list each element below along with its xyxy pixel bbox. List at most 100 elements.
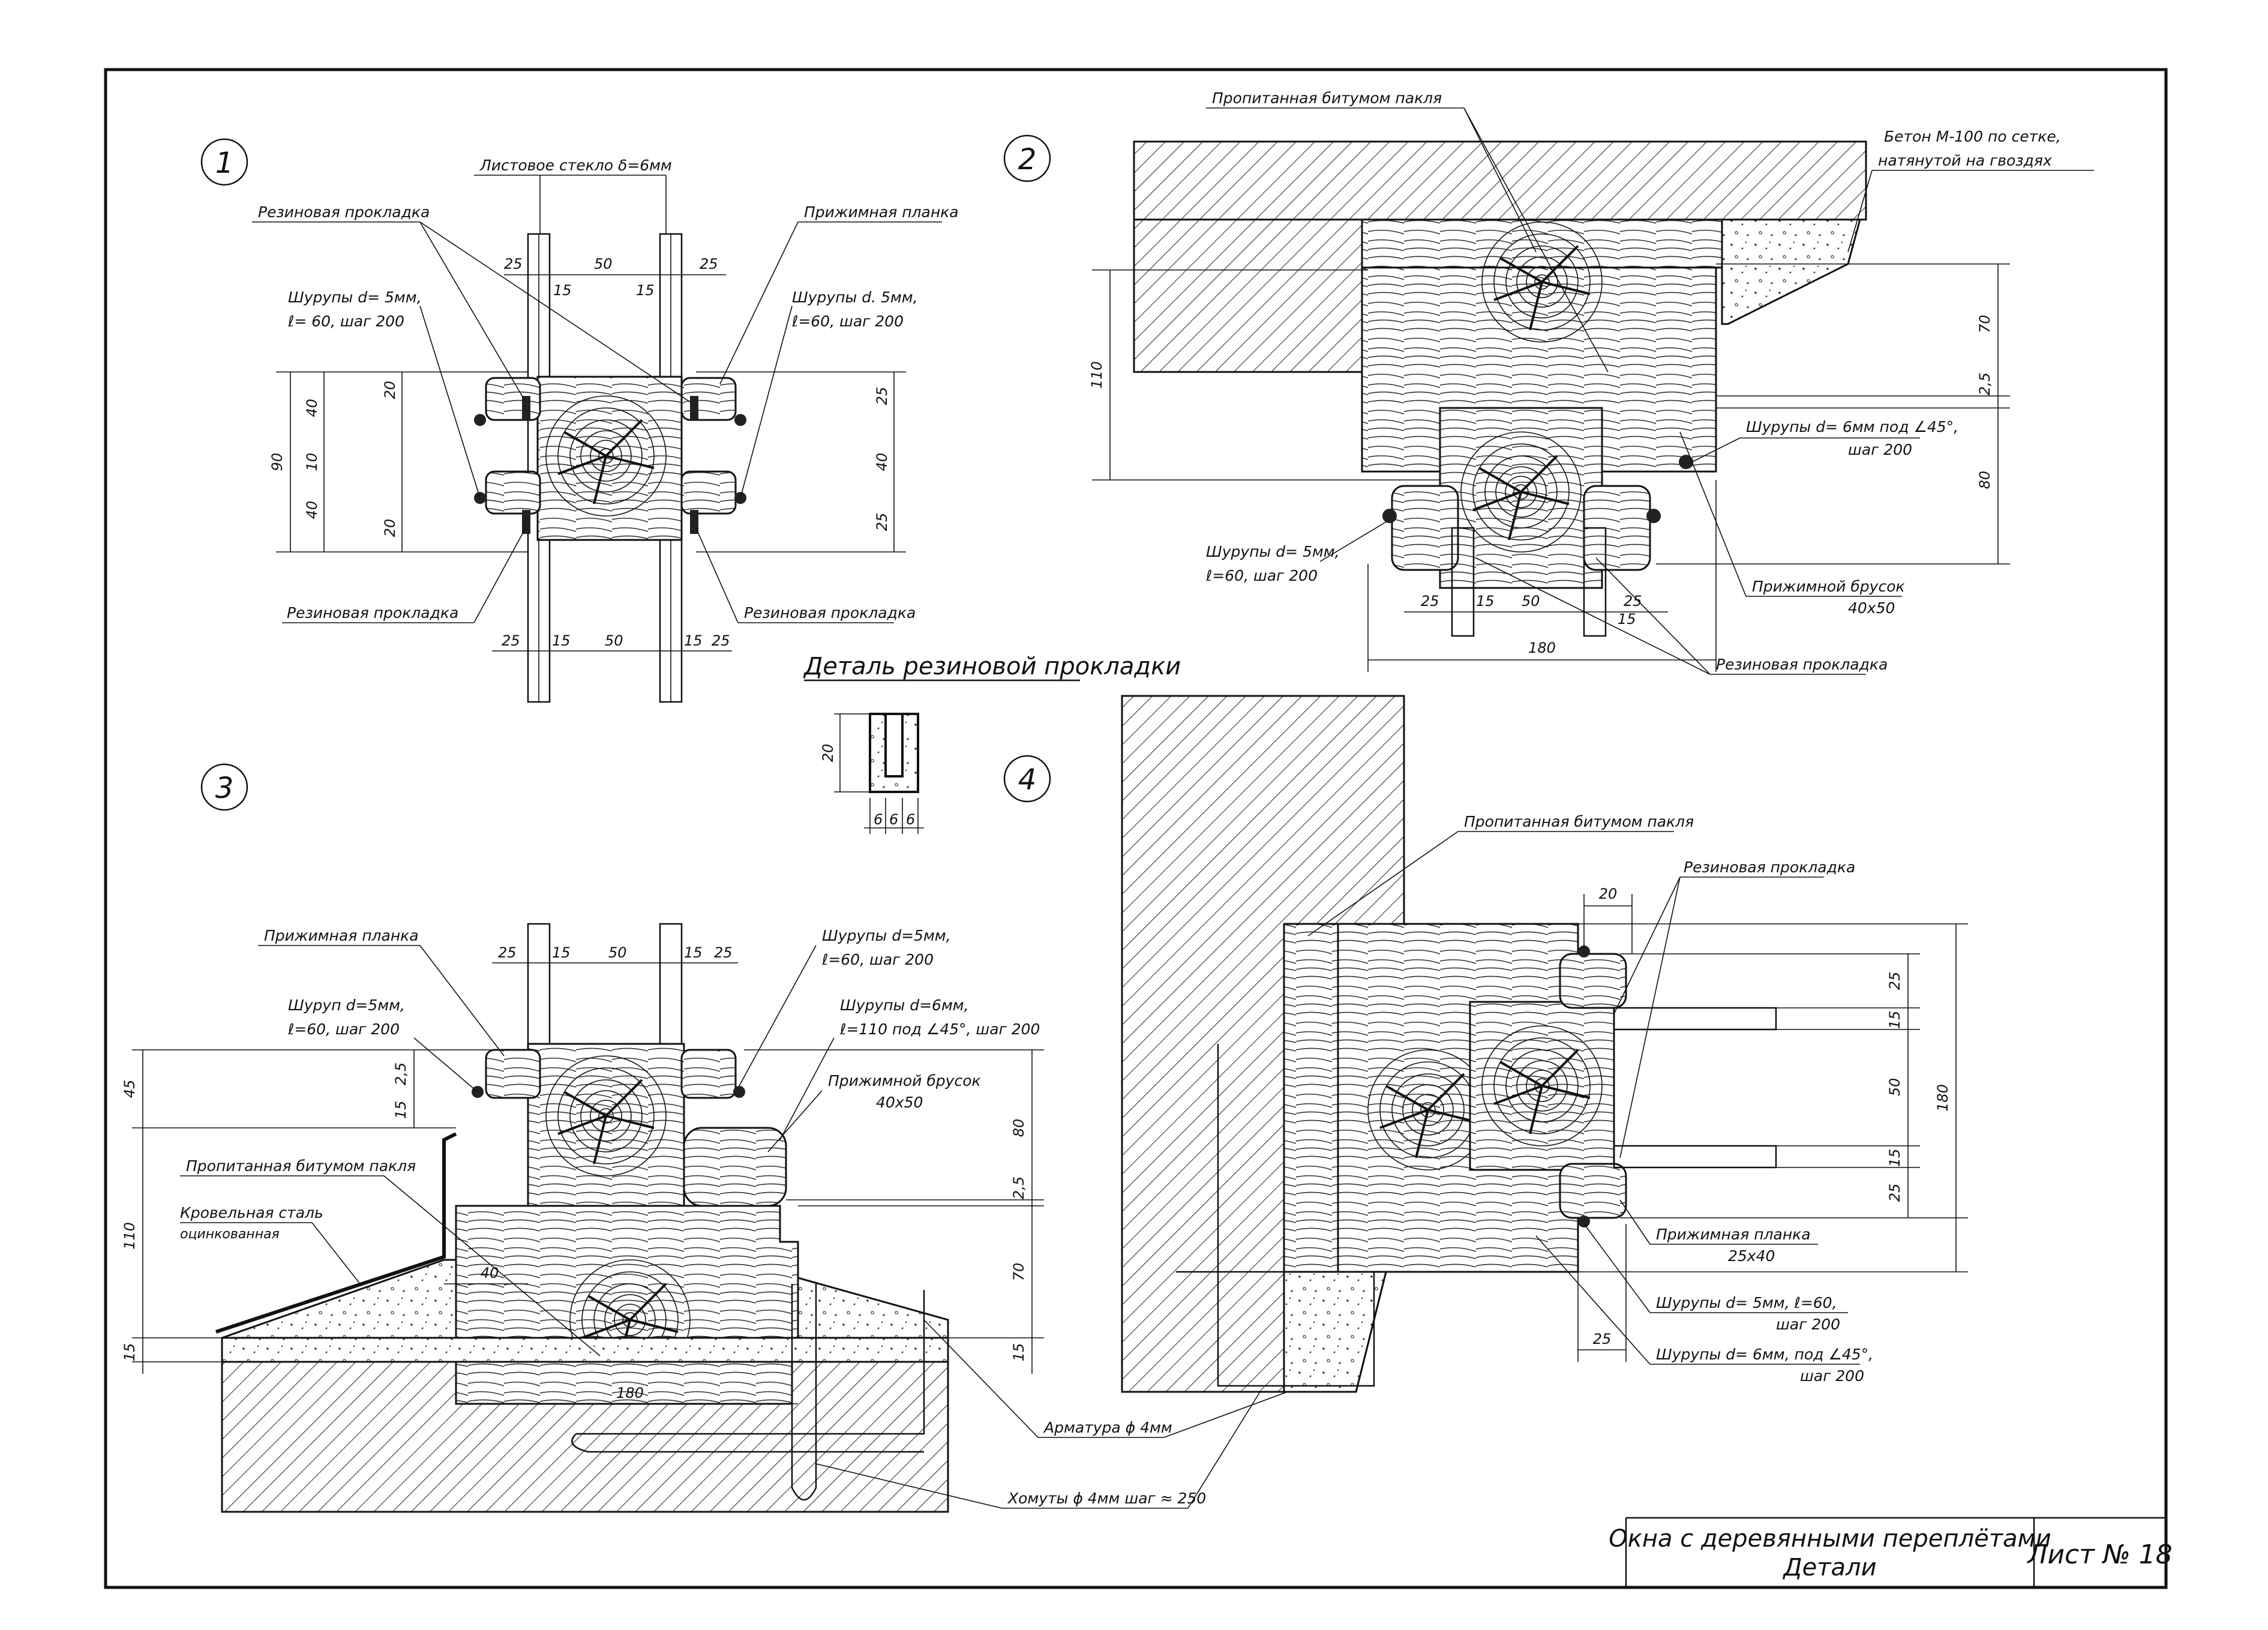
detail-2-marker [1003, 134, 1051, 182]
label-detail4-oakum: Пропитанная битумом пакля [1464, 813, 1694, 830]
label-detail4-screws_b_1: Шурупы d= 6мм, под ∠45°, [1656, 1346, 1873, 1363]
label-detail2-bar_2: 40х50 [1848, 599, 1895, 617]
label-gasket-dims_w-1: 6 [889, 811, 898, 828]
label-detail1-dims_inner-0: 15 [553, 282, 572, 299]
label-detail1-dims_right-1: 40 [874, 453, 890, 472]
label-detail1-seal_top: Резиновая прокладка [258, 203, 430, 221]
detail-4-marker-number: 4 [1018, 763, 1037, 797]
label-detail3-dims_top-4: 25 [714, 944, 733, 961]
label-detail1-dims_left-4: 20 [382, 381, 398, 400]
detail-2-marker-number: 2 [1018, 143, 1037, 176]
label-detail4-dims_right-3: 15 [1886, 1149, 1903, 1167]
label-detail2-screws_right_1: Шурупы d= 6мм под ∠45°, [1746, 418, 1958, 436]
label-detail3-screws_b_2: ℓ=110 под ∠45°, шаг 200 [839, 1020, 1040, 1038]
label-detail2-dims_bottom-4: 15 [1618, 611, 1636, 628]
label-detail4-screws_b_2: шаг 200 [1800, 1367, 1864, 1385]
label-detail4-dims_right-1: 15 [1886, 1011, 1903, 1029]
label-detail3-steel_1: Кровельная сталь [180, 1204, 323, 1221]
gasket-detail: Деталь резиновой прокладки 20 6 6 6 [803, 653, 1181, 834]
label-detail4-screws_a_2: шаг 200 [1776, 1316, 1840, 1333]
label-detail1-dims_left-3: 40 [304, 501, 320, 520]
label-detail3-screws_b_1: Шурупы d=6мм, [840, 996, 969, 1014]
label-detail3-dims_right-1: 2,5 [1010, 1176, 1027, 1199]
label-detail4-strip_1: Прижимная планка [1656, 1226, 1811, 1243]
detail-1-marker-number: 1 [215, 146, 234, 180]
label-detail3-dims_right-0: 80 [1010, 1119, 1027, 1137]
label-detail4-dims_right-5: 180 [1934, 1084, 1951, 1112]
label-detail4-screws_a_1: Шурупы d= 5мм, ℓ=60, [1656, 1294, 1837, 1311]
label-detail4-seal: Резиновая прокладка [1684, 858, 1855, 876]
detail-4: 4 20 25 15 50 15 25 [1003, 695, 1968, 1393]
drawing-subtitle: Детали [1782, 1554, 1876, 1581]
label-detail2-dims_bottom-5: 180 [1528, 640, 1556, 656]
gasket-title: Деталь резиновой прокладки [803, 653, 1181, 680]
sheet-number: Лист № 18 [2026, 1539, 2172, 1570]
label-detail1-seal_bottom_left: Резиновая прокладка [287, 604, 458, 622]
label-detail3-dims_top-3: 15 [684, 944, 703, 961]
label-detail2-dims_right-2: 80 [1976, 471, 1993, 490]
label-detail2-dims_bottom-1: 15 [1476, 593, 1495, 610]
label-detail3-dims_left-4: 2,5 [392, 1062, 409, 1085]
label-detail1-screws_right_1: Шурупы d. 5мм, [792, 289, 918, 306]
title-block: Окна с деревянными переплётами Детали Ли… [1609, 1517, 2173, 1587]
label-detail1-dims_left-0: 90 [269, 453, 286, 472]
label-detail3-clamps: Хомуты ϕ 4мм шаг ≈ 250 [1007, 1490, 1206, 1507]
label-detail2-seal: Резиновая прокладка [1716, 656, 1888, 673]
label-detail1-dims_bottom-0: 25 [502, 632, 520, 649]
label-detail4-dims_bottom-0: 25 [1593, 1331, 1612, 1347]
label-detail1-dims_inner-1: 15 [636, 282, 655, 299]
label-detail3-dims_left-1: 110 [121, 1222, 138, 1250]
label-detail3-dims_top-2: 50 [608, 944, 627, 961]
label-detail3-dims_left-2: 15 [121, 1343, 138, 1362]
label-detail3-screw_left_2: ℓ=60, шаг 200 [287, 1020, 400, 1038]
label-detail2-dims_bottom-2: 50 [1522, 593, 1540, 610]
detail-2: 2 110 70 2,5 80 25 [1003, 89, 2094, 675]
label-detail2-dims_left-0: 110 [1088, 361, 1105, 389]
label-detail1-dims_left-5: 20 [382, 519, 398, 538]
label-gasket-dims_w-2: 6 [906, 811, 915, 828]
label-detail1-strip: Прижимная планка [804, 203, 959, 221]
label-detail2-concrete_1: Бетон М-100 по сетке, [1884, 128, 2061, 145]
label-detail2-concrete_2: натянутой на гвоздях [1878, 152, 2052, 169]
label-detail2-screws_left_1: Шурупы d= 5мм, [1206, 543, 1340, 560]
label-detail4-dims_right-2: 50 [1886, 1078, 1903, 1097]
label-detail3-dims_left-0: 45 [121, 1080, 138, 1098]
label-detail2-screws_right_2: шаг 200 [1848, 441, 1912, 458]
detail-4-marker [1003, 755, 1051, 803]
label-detail2-dims_bottom-0: 25 [1421, 593, 1439, 610]
label-detail1-dims_left-1: 40 [304, 399, 320, 418]
label-detail3-dims_left-3: 15 [392, 1101, 409, 1119]
label-detail1-dims_top-1: 50 [594, 256, 613, 272]
label-detail1-seal_bottom_right: Резиновая прокладка [744, 604, 916, 622]
label-detail1-dims_bottom-4: 25 [712, 632, 730, 649]
detail-3-marker [200, 763, 248, 811]
label-detail2-dims_right-1: 2,5 [1976, 373, 1993, 395]
label-detail1-dims_top-2: 25 [700, 256, 718, 272]
label-detail4-dims_right-4: 25 [1886, 1184, 1903, 1202]
label-detail1-screws_left_1: Шурупы d= 5мм, [288, 289, 422, 306]
label-detail2-bar_1: Прижимной брусок [1752, 578, 1905, 595]
label-detail3-bar_1: Прижимной брусок [828, 1072, 981, 1089]
label-detail1-glass: Листовое стекло δ=6мм [479, 157, 672, 174]
label-detail3-oakum: Пропитанная битумом пакля [186, 1157, 416, 1175]
label-detail1-dims_bottom-2: 50 [605, 632, 623, 649]
label-detail3-strip: Прижимная планка [264, 927, 419, 944]
label-detail2-screws_left_2: ℓ=60, шаг 200 [1205, 567, 1318, 584]
label-detail4-strip_2: 25х40 [1728, 1247, 1775, 1265]
label-detail4-dims_right-0: 25 [1886, 972, 1903, 990]
label-detail4-dims_top-0: 20 [1599, 885, 1618, 902]
label-detail2-dims_right-0: 70 [1976, 315, 1993, 334]
sheet-frame [104, 68, 2168, 1589]
detail-1: 1 25 50 25 15 15 25 15 50 15 25 [200, 138, 959, 703]
label-detail3-dims_right-3: 15 [1010, 1343, 1027, 1362]
label-detail1-dims_bottom-3: 15 [684, 632, 703, 649]
label-detail3-dims_top-0: 25 [498, 944, 517, 961]
detail-3-marker-number: 3 [215, 772, 234, 805]
label-gasket-dim_h: 20 [820, 744, 836, 763]
label-detail1-dims_right-2: 25 [874, 513, 890, 532]
label-detail3-rebar: Арматура ϕ 4мм [1043, 1419, 1172, 1436]
label-detail3-screw_left_1: Шуруп d=5мм, [288, 996, 405, 1014]
label-gasket-dims_w-0: 6 [874, 811, 883, 828]
label-detail3-screws_a_1: Шурупы d=5мм, [822, 927, 951, 944]
